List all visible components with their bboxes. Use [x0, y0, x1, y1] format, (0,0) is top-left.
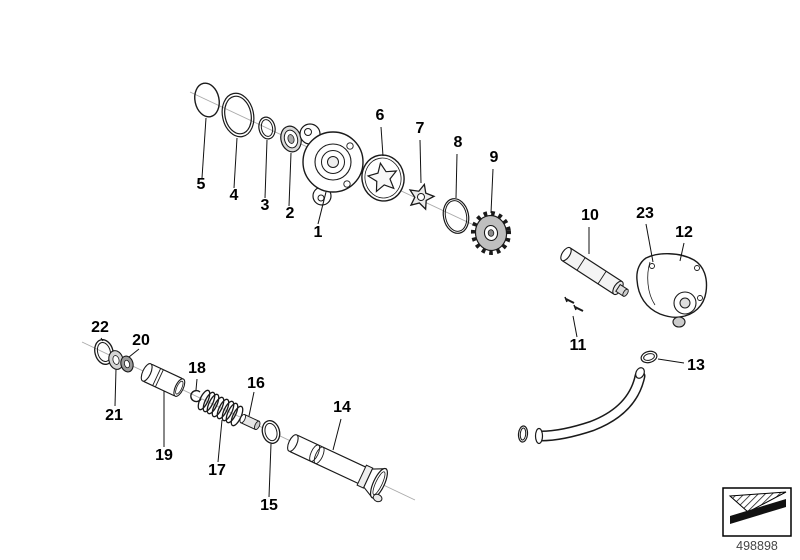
callout-11[interactable]: 11 [570, 337, 587, 354]
part-13-oring[interactable] [640, 350, 658, 365]
callout-8[interactable]: 8 [454, 134, 463, 151]
callout-18[interactable]: 18 [188, 360, 206, 377]
callout-1[interactable]: 1 [314, 224, 323, 241]
part-12-pump-cover[interactable] [636, 253, 708, 328]
part-20-washer[interactable] [119, 355, 135, 374]
callout-2[interactable]: 2 [286, 205, 295, 222]
part-6-outer-rotor[interactable] [358, 152, 407, 205]
part-14-pickup-tube[interactable] [282, 427, 394, 503]
callout-17[interactable]: 17 [208, 462, 226, 479]
callout-4[interactable]: 4 [230, 187, 239, 204]
part-5-oring[interactable] [192, 81, 223, 119]
part-22-oring[interactable] [92, 338, 116, 367]
diagram-number: 498898 [736, 539, 778, 553]
leader-lines [100, 117, 685, 498]
thumbnail-box [722, 487, 792, 537]
part-7-inner-rotor[interactable] [406, 181, 436, 211]
hatched-wedge-icon [728, 491, 787, 524]
callout-7[interactable]: 7 [416, 120, 425, 137]
callout-5[interactable]: 5 [197, 176, 206, 193]
callout-16[interactable]: 16 [247, 375, 265, 392]
callout-3[interactable]: 3 [261, 197, 270, 214]
part-9-sprocket[interactable] [470, 211, 512, 255]
callout-14[interactable]: 14 [333, 399, 351, 416]
part-3-oring-small[interactable] [257, 116, 277, 141]
part-11-retaining-pins[interactable] [564, 296, 584, 312]
callout-19[interactable]: 19 [155, 447, 173, 464]
part-17-spring[interactable] [196, 389, 245, 427]
callout-15[interactable]: 15 [260, 497, 278, 514]
part-4-oring-large[interactable] [218, 90, 257, 139]
callout-23[interactable]: 23 [636, 205, 654, 222]
callout-21[interactable]: 21 [105, 407, 123, 424]
part-10-shaft[interactable] [559, 246, 632, 300]
callout-6[interactable]: 6 [376, 107, 385, 124]
callout-10[interactable]: 10 [581, 207, 599, 224]
part-1-pump-housing[interactable] [299, 123, 364, 206]
part-16-valve-pin[interactable] [239, 413, 261, 431]
part-8-oring[interactable] [440, 196, 472, 235]
callout-9[interactable]: 9 [490, 149, 499, 166]
oil-pipe[interactable] [517, 366, 646, 445]
callout-13[interactable]: 13 [687, 357, 705, 374]
part-19-valve-piston[interactable] [139, 362, 187, 398]
part-15-oring[interactable] [260, 419, 282, 446]
callout-12[interactable]: 12 [675, 224, 693, 241]
callout-20[interactable]: 20 [132, 332, 150, 349]
callout-22[interactable]: 22 [91, 319, 109, 336]
